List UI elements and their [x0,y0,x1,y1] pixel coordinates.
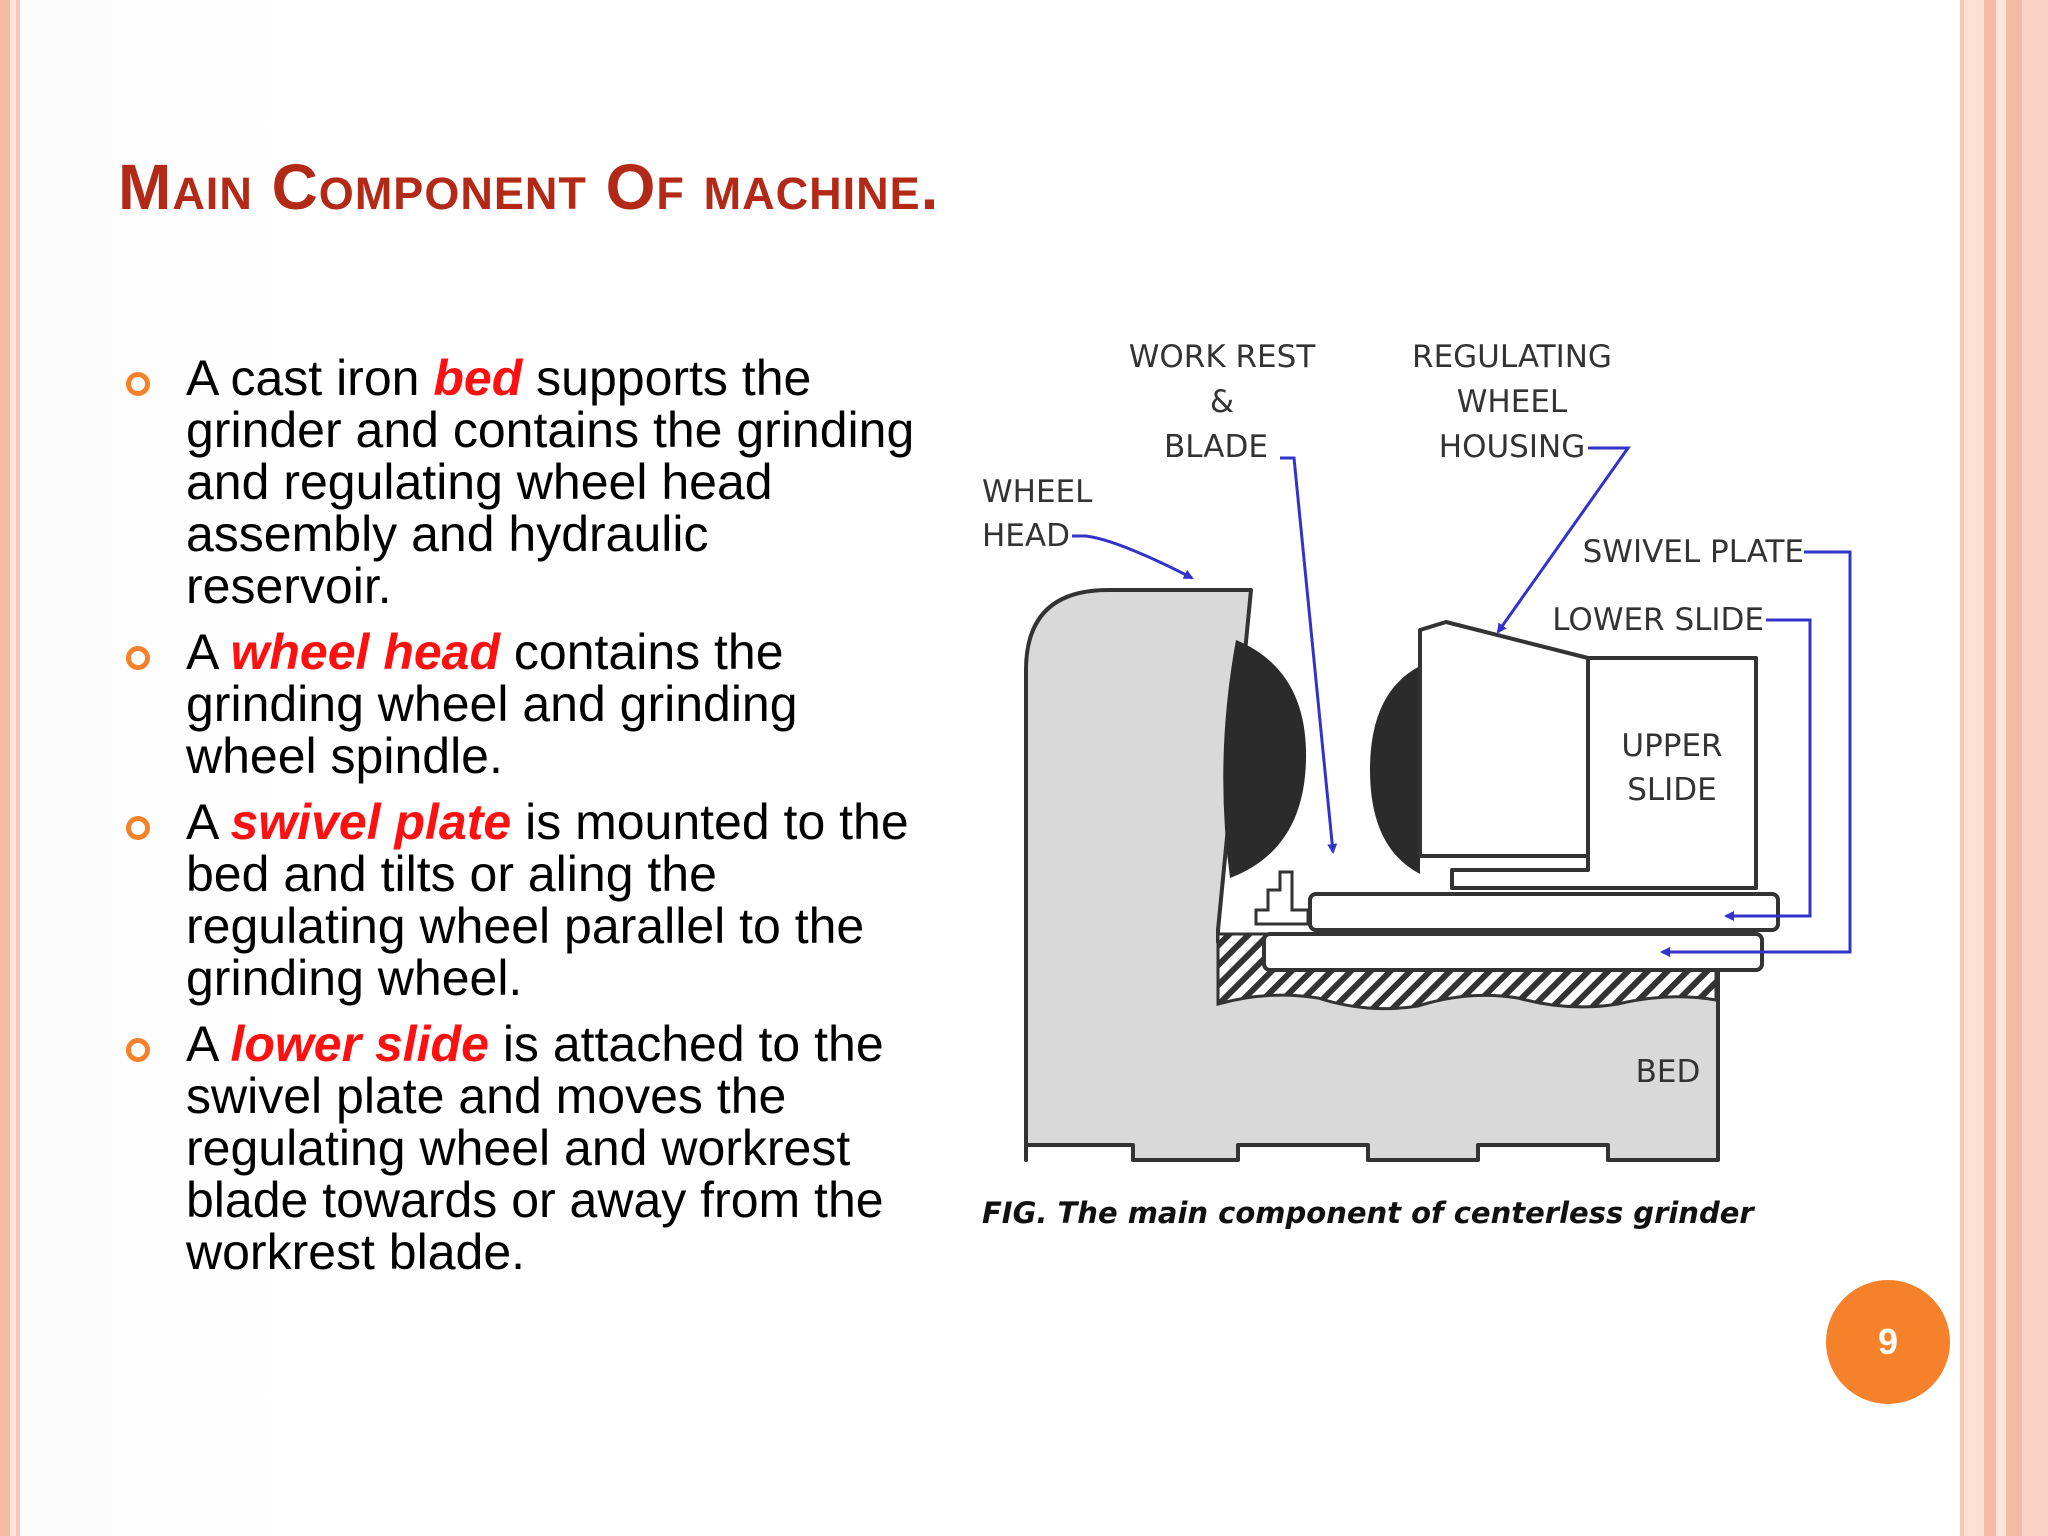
label-regulating-1: REGULATING [1412,340,1612,375]
bullet-item-lower-slide: A lower slide is attached to the swivel … [126,1018,916,1278]
upper-slide [1450,656,1758,890]
label-lower-slide: LOWER SLIDE [1552,602,1764,638]
lower-slide-arrow [1724,618,1812,921]
bullet-item-wheel-head: A wheel head contains the grinding wheel… [126,626,916,782]
regulating-housing-arrow [1496,446,1631,634]
regulating-wheel [1370,666,1420,874]
bullet-item-bed: A cast iron bed supports the grinder and… [126,352,916,612]
label-work-rest-3: BLADE [1164,429,1268,465]
label-regulating-3: HOUSING [1439,429,1585,465]
label-bed: BED [1636,1054,1701,1090]
grinding-wheel [1223,640,1307,878]
label-wheel-head-2: HEAD [982,518,1070,554]
bullet-keyword: wheel head [230,624,501,680]
label-upper-slide-2: SLIDE [1627,772,1717,808]
right-border-stripe [1984,0,1996,1536]
slide-title: Main Component Of machine. [118,151,940,223]
bullet-circle-icon [126,1038,150,1062]
bullet-item-swivel-plate: A swivel plate is mounted to the bed and… [126,796,916,1004]
right-border-stripe [1960,0,1964,1536]
label-regulating-2: WHEEL [1457,384,1568,420]
left-border-stripe [0,0,10,1536]
right-border-stripe [2006,0,2022,1536]
bullet-text-pre: A [186,1016,231,1072]
page-number-badge: 9 [1826,1280,1950,1404]
swivel-plate-arrow [1660,550,1852,957]
bullet-circle-icon [126,372,150,396]
left-border-stripe [16,0,20,1536]
bullet-text-post: is mounted to the bed and tilts or aling… [186,794,909,1006]
bullet-keyword: lower slide [230,1016,489,1072]
label-work-rest-2: & [1210,384,1234,420]
work-rest-arrow [1280,456,1338,854]
swivel-plate [1308,892,1780,932]
label-wheel-head-1: WHEEL [982,474,1093,510]
right-border-stripe [1996,0,2006,1536]
label-upper-slide-1: UPPER [1621,728,1722,764]
bullet-circle-icon [126,646,150,670]
grinder-diagram: WORK REST & BLADE REGULATING WHEEL HOUSI… [968,339,1868,1180]
bullet-keyword: swivel plate [230,794,512,850]
bullet-keyword: bed [433,350,523,406]
label-swivel-plate: SWIVEL PLATE [1583,534,1804,570]
regulating-housing [1418,620,1590,858]
bullet-list: A cast iron bed supports the grinder and… [126,352,916,1292]
bullet-text-pre: A [186,794,231,850]
bed-shape [1024,588,1720,1162]
bullet-text-post: contains the grinding wheel and grinding… [186,624,798,784]
label-work-rest-1: WORK REST [1129,340,1317,375]
grinder-diagram-svg: WORK REST & BLADE REGULATING WHEEL HOUSI… [982,339,1852,1162]
figure-caption: FIG. The main component of centerless gr… [982,1196,1754,1230]
wheel-head-arrow [1072,534,1194,580]
right-border-stripe [2022,0,2048,1536]
bullet-text-pre: A [186,624,231,680]
work-rest-blade [1254,870,1310,926]
bullet-text-post: supports the grinder and contains the gr… [186,350,915,614]
left-border-stripe [10,0,16,1536]
right-border-stripe [1964,0,1984,1536]
bullet-circle-icon [126,816,150,840]
bullet-text-post: is attached to the swivel plate and move… [186,1016,884,1280]
bullet-text-pre: A cast iron [186,350,434,406]
